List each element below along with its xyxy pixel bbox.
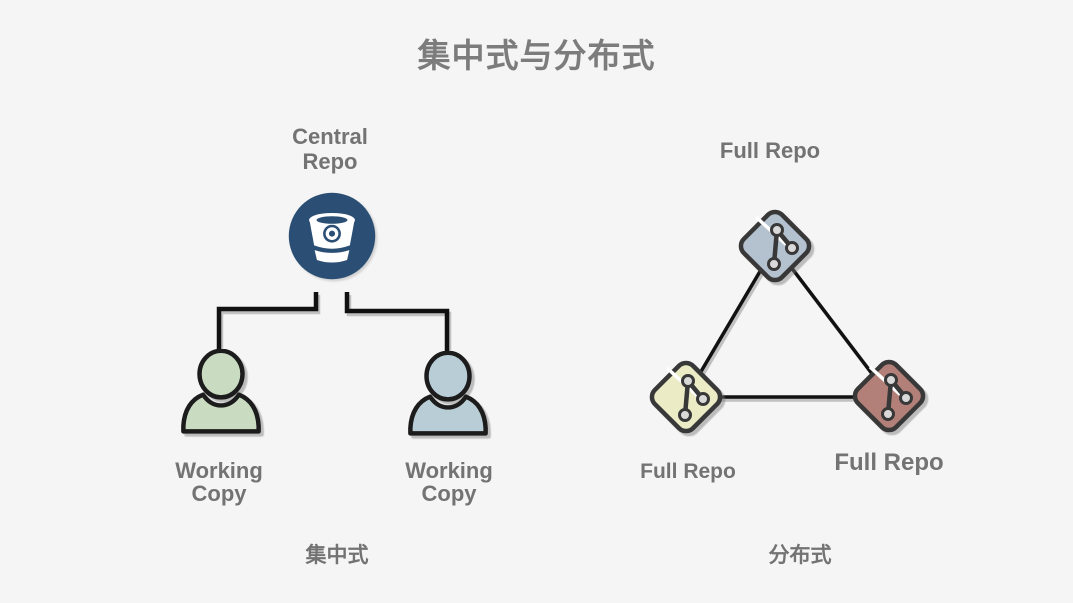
central-repo-label: Central Repo xyxy=(292,124,368,174)
person-icon xyxy=(408,351,488,436)
full-repo-label: Full Repo xyxy=(640,460,736,483)
distributed-caption: 分布式 xyxy=(768,544,832,567)
working-copy-label: Working Copy xyxy=(405,458,493,506)
bitbucket-icon xyxy=(288,192,376,280)
elbow-connector-right xyxy=(344,292,450,351)
working-copy-label: Working Copy xyxy=(175,458,263,506)
triangle-edge-right xyxy=(773,244,891,398)
full-repo-label: Full Repo xyxy=(834,449,944,476)
page-title: 集中式与分布式 xyxy=(417,37,656,74)
person-icon xyxy=(181,349,261,434)
centralized-caption: 集中式 xyxy=(305,544,369,567)
git-icon xyxy=(738,209,812,283)
git-icon xyxy=(649,360,723,434)
git-icon xyxy=(852,359,926,433)
full-repo-label: Full Repo xyxy=(719,138,821,163)
elbow-connector-left xyxy=(216,292,319,349)
